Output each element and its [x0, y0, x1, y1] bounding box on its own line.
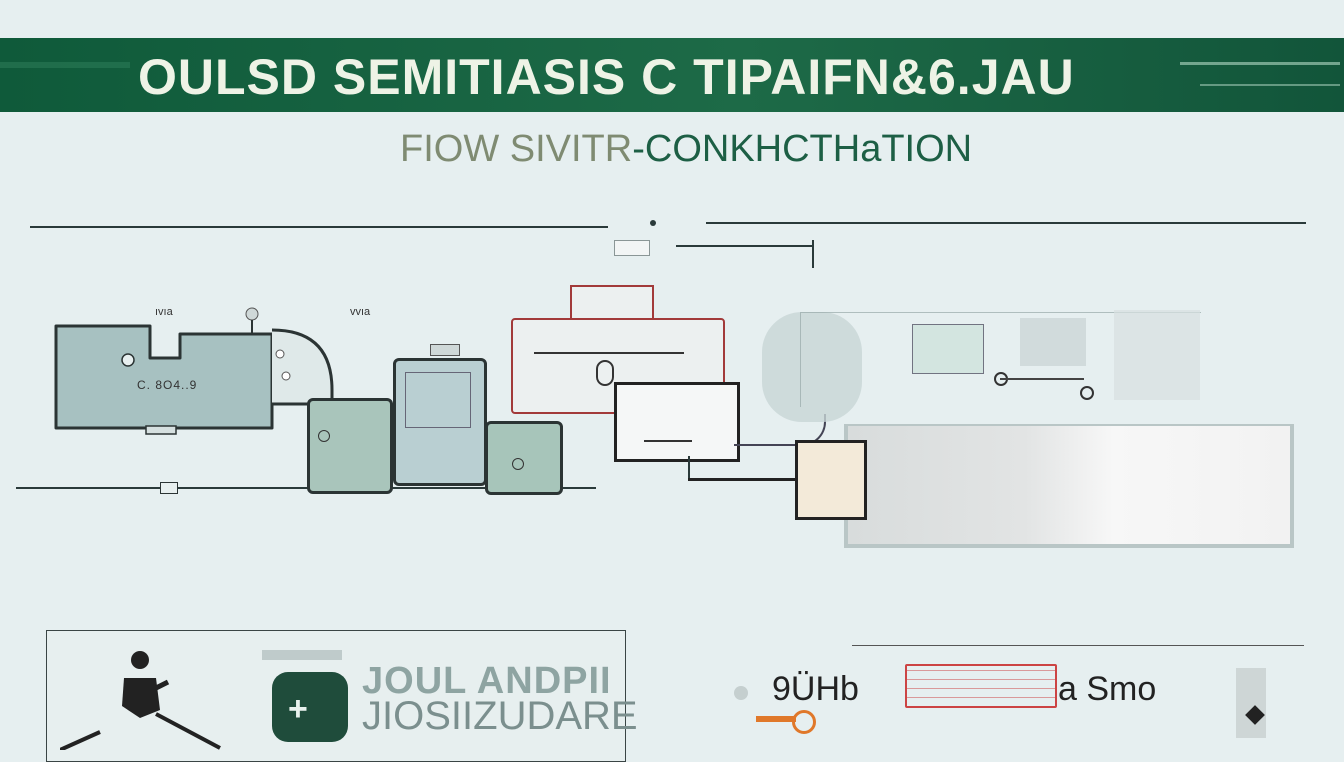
- banner-stripe-left: [0, 62, 130, 68]
- divider-dot: [650, 220, 656, 226]
- banner-stripe-right: [1180, 62, 1340, 65]
- faded-wheel-2: [1080, 386, 1094, 400]
- app-logo-icon: [272, 672, 348, 742]
- rail-line: [16, 487, 596, 489]
- subtitle-gray: FIOW SIVITR: [400, 128, 633, 170]
- connector-down: [688, 456, 690, 480]
- page-subtitle: FIOW SIVITR-CONKHCTHaTION: [400, 128, 972, 171]
- banner-stripe-right-2: [1200, 84, 1340, 86]
- card-unit-2-top: [430, 344, 460, 356]
- card-unit-2-screen: [405, 372, 471, 428]
- connector-across: [688, 478, 810, 481]
- red-box-ring: [596, 360, 614, 386]
- footer-label-mid: 9ÜHb: [772, 670, 859, 708]
- blurred-panel: [844, 424, 1294, 548]
- subtitle-green: -CONKHCTHaTION: [632, 128, 973, 170]
- red-scribble-box: [905, 664, 1057, 708]
- orange-accent-icon: [756, 716, 796, 722]
- logo-gray-bar: [262, 650, 342, 660]
- person-icon: [60, 651, 221, 750]
- divider-right: [706, 222, 1306, 224]
- rail-connector: [160, 482, 178, 494]
- header-banner: [0, 38, 1344, 112]
- card-unit-3-dot: [512, 458, 524, 470]
- footer-label-right: a Smo: [1058, 670, 1157, 708]
- bracket-end: [812, 240, 814, 268]
- corner-figure: [1236, 668, 1266, 738]
- card-unit-3: [485, 421, 563, 495]
- machine-label: C. 8O4..9: [137, 378, 198, 392]
- faded-screen-1: [912, 324, 984, 374]
- card-unit-2: [393, 358, 487, 486]
- faded-screen-2: [1020, 318, 1086, 366]
- white-box-line: [644, 440, 692, 442]
- left-label-a: ıvıa: [155, 306, 173, 318]
- footer-dot: [734, 686, 748, 700]
- faded-tank: [762, 312, 862, 422]
- red-box-line: [534, 352, 684, 354]
- bracket-line: [676, 245, 812, 247]
- brand-name-line1: JOUL ANDPII: [362, 660, 612, 702]
- divider-left: [30, 226, 608, 228]
- orange-pin-icon: [792, 710, 816, 734]
- brand-name-line2: JIOSIIZUDARE: [362, 694, 638, 738]
- beige-box: [795, 440, 867, 520]
- footer-divider: [852, 645, 1304, 646]
- faded-rail: [1000, 378, 1084, 380]
- card-unit-1-icon: [318, 430, 330, 442]
- card-unit-1: [307, 398, 393, 494]
- left-label-b: vvıa: [350, 306, 371, 318]
- white-box: [614, 382, 740, 462]
- machine-main: [54, 307, 334, 435]
- page-title: OULSD SEMITIASIS C TIPAIFN&6.JAU: [138, 49, 1075, 105]
- mini-tag: [614, 240, 650, 256]
- faded-frame: [800, 312, 1201, 407]
- faded-screen-3: [1114, 310, 1200, 400]
- red-box-tab: [570, 285, 654, 320]
- app-logo-glyph: +: [288, 690, 308, 728]
